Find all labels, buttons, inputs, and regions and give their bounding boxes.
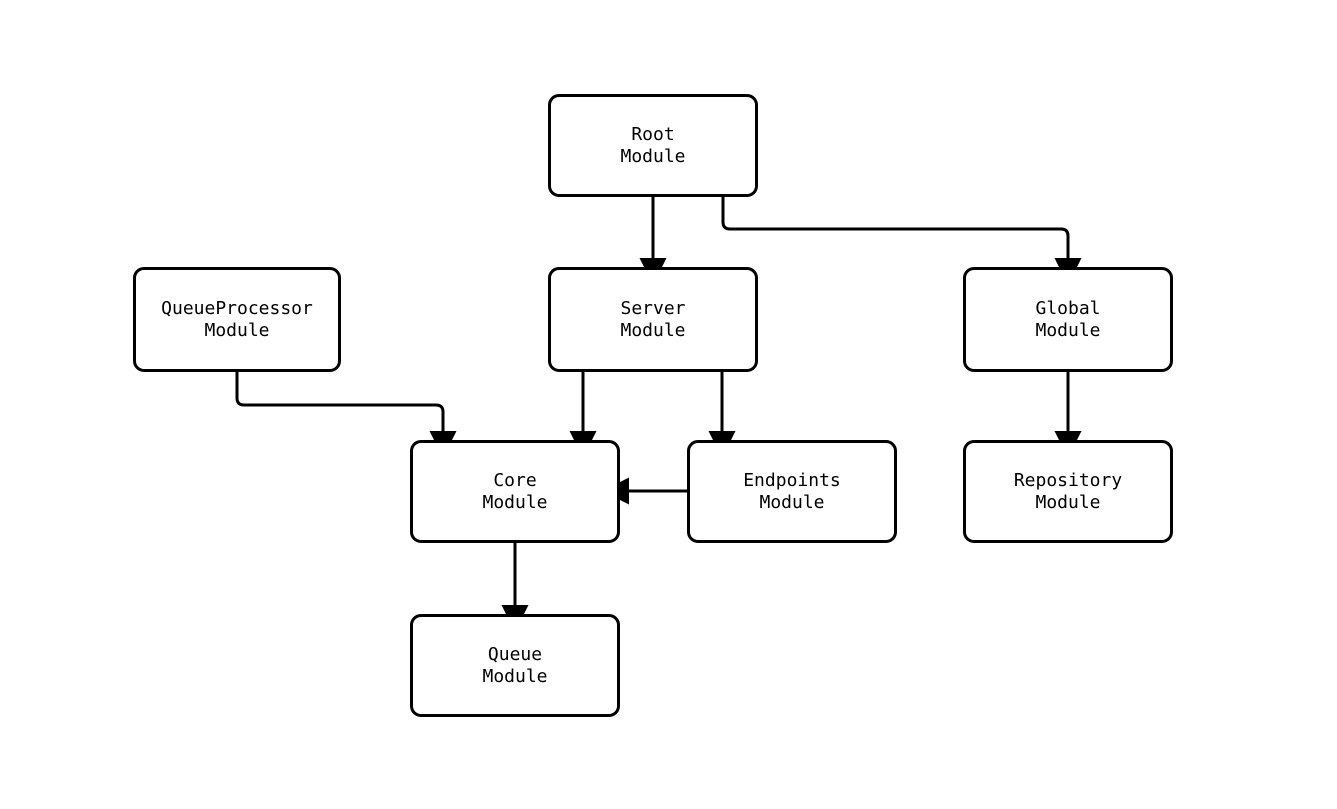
node-server[interactable]: Server Module: [548, 267, 758, 372]
node-global-label-line1: Global: [1035, 297, 1101, 319]
node-queueprocessor[interactable]: QueueProcessor Module: [133, 267, 341, 372]
node-global-label-line2: Module: [1035, 319, 1101, 341]
node-repository-label-line2: Module: [1035, 491, 1101, 513]
node-queueprocessor-label-line2: Module: [204, 319, 270, 341]
node-server-label-line2: Module: [620, 319, 686, 341]
node-core[interactable]: Core Module: [410, 440, 620, 543]
node-endpoints[interactable]: Endpoints Module: [687, 440, 897, 543]
node-repository[interactable]: Repository Module: [963, 440, 1173, 543]
node-root[interactable]: Root Module: [548, 94, 758, 197]
node-queue-label-line1: Queue: [487, 643, 543, 665]
node-endpoints-label-line1: Endpoints: [743, 469, 841, 491]
edges-group: [235, 197, 1082, 632]
node-repository-label-line1: Repository: [1013, 469, 1123, 491]
node-queue[interactable]: Queue Module: [410, 614, 620, 717]
node-root-label-line1: Root: [631, 123, 675, 145]
node-endpoints-label-line2: Module: [759, 491, 825, 513]
edge-queueprocessor-core: [235, 372, 457, 458]
node-queueprocessor-label-line1: QueueProcessor: [161, 297, 313, 319]
node-server-label-line1: Server: [620, 297, 686, 319]
node-root-label-line2: Module: [620, 145, 686, 167]
node-core-label-line2: Module: [482, 491, 548, 513]
node-global[interactable]: Global Module: [963, 267, 1173, 372]
node-core-label-line1: Core: [493, 469, 537, 491]
edge-root-global: [721, 197, 1082, 285]
node-queue-label-line2: Module: [482, 665, 548, 687]
